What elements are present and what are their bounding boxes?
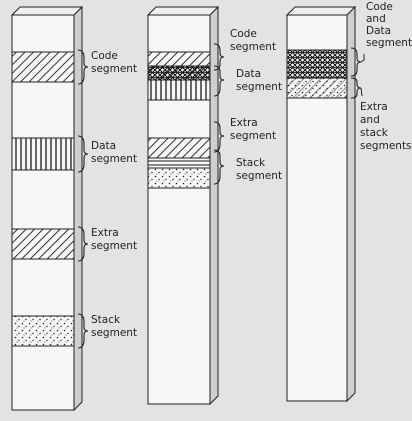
column-top [285,6,357,16]
extra-stack-overlay [287,78,347,98]
code-segment-label: Code segment [91,50,137,75]
column-side [346,5,356,403]
extra-stack-segments-label: Extra and stack segments [360,101,412,152]
code-data-segment-block [286,49,348,79]
column-top [10,6,84,16]
stack-segment-block [147,167,211,189]
data-segment-block [11,137,75,171]
extra-segment-label: Extra segment [230,117,276,142]
stack-segment-label: Stack segment [236,157,282,182]
code-data-leader [360,54,365,63]
column-top [146,6,220,16]
data-brace [213,65,225,97]
code-segment-block [11,51,75,83]
extra-stack-overlap-block [147,157,211,169]
extra-stack-leader [360,87,363,97]
extra-brace [77,226,89,262]
data-segment-block [147,79,211,101]
code-brace [213,43,225,71]
stack-brace [213,149,225,185]
column-side [73,5,83,412]
extra-segment-label: Extra segment [91,227,137,252]
column-overlapping: Code segment Data segment Extra segment … [146,5,282,406]
stack-brace [77,313,89,349]
stack-segment-label: Stack segment [91,314,137,339]
column-separate: Code segment Data segment Extra segment … [10,5,137,412]
code-data-segments-label: Code and Data segments [366,1,412,49]
column-shared: Code and Data segments Extra and stack s… [285,1,412,403]
data-segment-label: Data segment [91,140,137,165]
code-data-overlap-block [147,65,211,81]
code-brace [77,49,89,85]
stack-segment-block [11,315,75,347]
data-brace [77,135,89,173]
data-segment-label: Data segment [236,68,282,93]
extra-segment-block [11,228,75,260]
code-segment-label: Code segment [230,28,276,53]
extra-brace [213,121,225,153]
extra-segment-block [147,137,211,159]
